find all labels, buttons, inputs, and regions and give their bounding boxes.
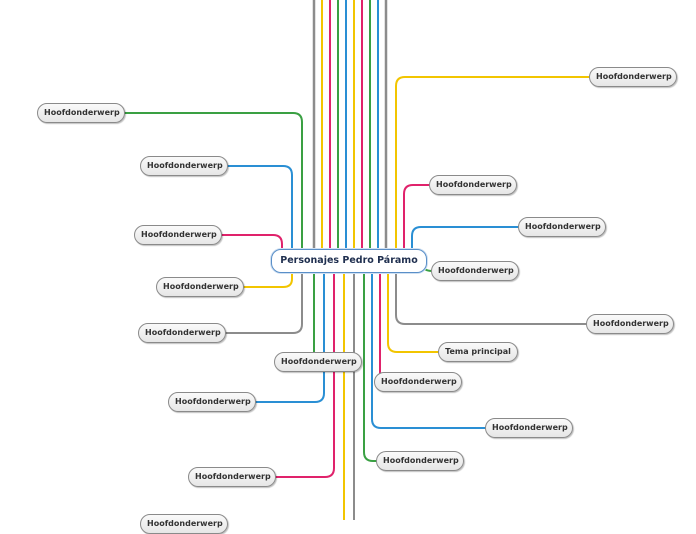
branch-line <box>242 270 293 288</box>
branch-line <box>274 272 335 478</box>
topic-node[interactable]: Hoofdonderwerp <box>374 372 462 392</box>
topic-node[interactable]: Hoofdonderwerp <box>140 514 228 534</box>
branch-line <box>363 272 378 462</box>
central-topic[interactable]: Personajes Pedro Páramo <box>271 249 427 273</box>
branch-line <box>255 272 325 403</box>
topic-node[interactable]: Hoofdonderwerp <box>586 314 674 334</box>
branch-line <box>403 184 430 254</box>
branch-line <box>395 272 588 325</box>
branch-line <box>226 165 293 254</box>
branch-line <box>411 226 520 254</box>
branch-line <box>387 272 440 353</box>
topic-node[interactable]: Hoofdonderwerp <box>140 156 228 176</box>
topic-node[interactable]: Hoofdonderwerp <box>138 323 226 343</box>
branch-line <box>371 272 487 429</box>
branch-line <box>225 272 303 334</box>
topic-node[interactable]: Hoofdonderwerp <box>429 175 517 195</box>
topic-node[interactable]: Hoofdonderwerp <box>168 392 256 412</box>
branch-line <box>120 112 303 272</box>
connector-lines <box>120 0 590 520</box>
topic-node[interactable]: Hoofdonderwerp <box>156 277 244 297</box>
topic-node[interactable]: Hoofdonderwerp <box>37 103 125 123</box>
topic-node[interactable]: Hoofdonderwerp <box>485 418 573 438</box>
topic-node[interactable]: Hoofdonderwerp <box>376 451 464 471</box>
branch-line <box>395 76 590 250</box>
topic-node[interactable]: Hoofdonderwerp <box>431 261 519 281</box>
topic-node[interactable]: Hoofdonderwerp <box>134 225 222 245</box>
topic-node[interactable]: Hoofdonderwerp <box>188 467 276 487</box>
topic-node[interactable]: Hoofdonderwerp <box>274 352 362 372</box>
topic-node[interactable]: Hoofdonderwerp <box>589 67 677 87</box>
branch-line <box>220 234 283 254</box>
topic-node[interactable]: Hoofdonderwerp <box>518 217 606 237</box>
topic-node[interactable]: Tema principal <box>438 342 518 362</box>
